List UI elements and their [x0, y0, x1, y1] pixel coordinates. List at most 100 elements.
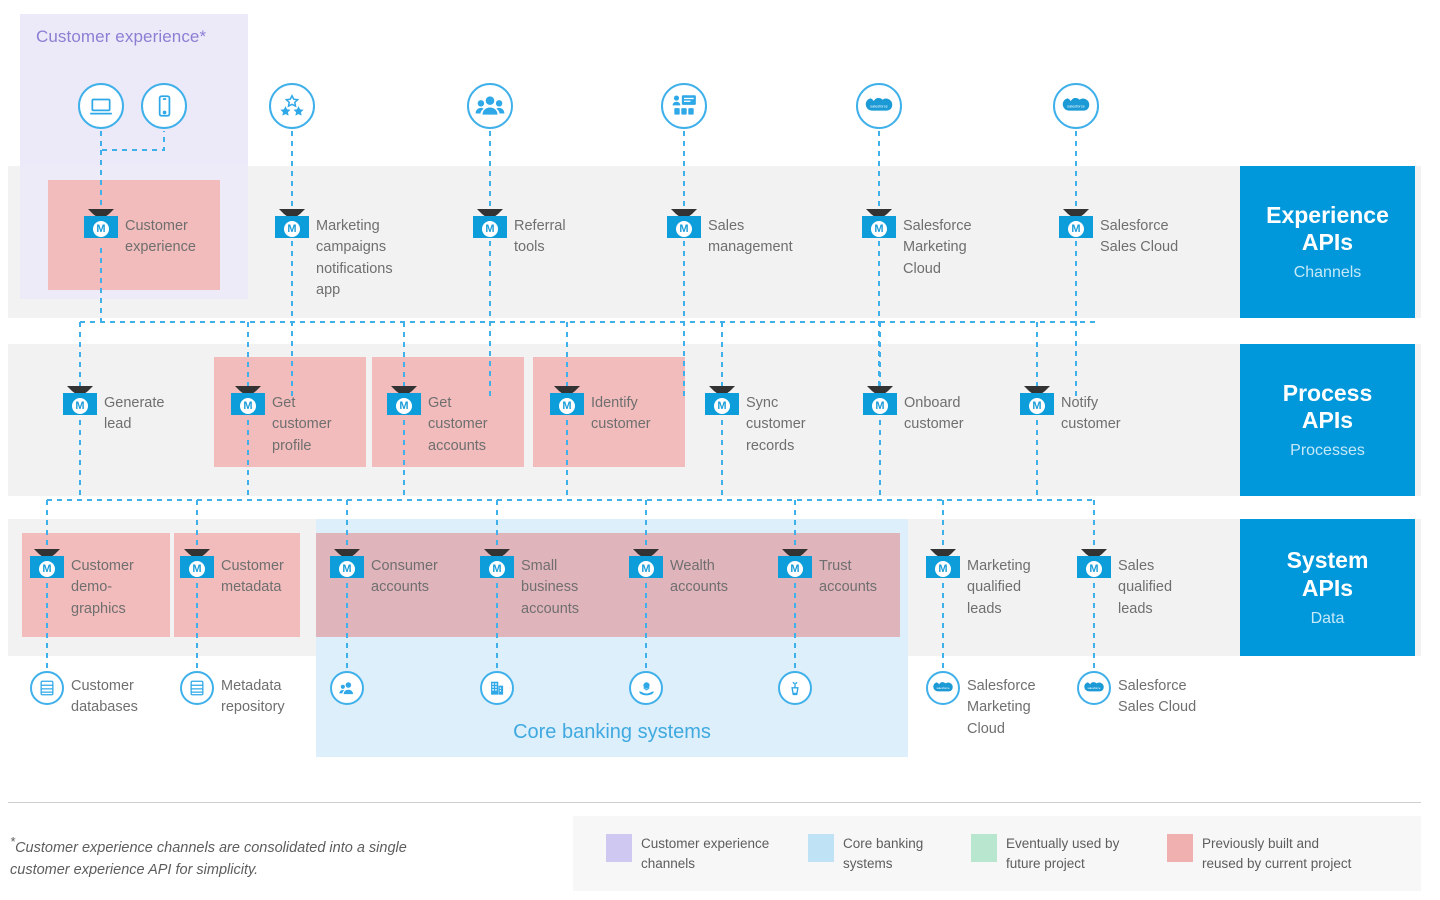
process-api-get-customer-profile[interactable]: M Get customer profile: [231, 385, 332, 457]
experience-api-label: Salesforce Sales Cloud: [1100, 218, 1179, 256]
system-api-label: Marketing qualified leads: [967, 558, 1031, 617]
backend-system-label: Metadata repository: [221, 678, 285, 716]
process-api-label: Sync customer records: [746, 395, 806, 454]
legend-label: Core banking systems: [843, 836, 924, 871]
legend-swatch: [1167, 834, 1193, 863]
mulesoft-api-icon: M: [1020, 385, 1054, 415]
mulesoft-api-icon: M: [778, 548, 812, 578]
process-api-identify-customer[interactable]: M Identify customer: [550, 385, 651, 436]
consumer-accounts-icon: [330, 671, 364, 705]
experience-api-sales-management[interactable]: M Sales management: [667, 208, 793, 259]
mulesoft-api-icon: M: [480, 548, 514, 578]
process-api-label: Onboard customer: [904, 395, 964, 433]
backend-system-label: Salesforce Sales Cloud: [1118, 678, 1197, 716]
system-api-label: Customer metadata: [221, 558, 284, 596]
backend-system-consumer-accounts[interactable]: [330, 671, 371, 705]
side-card-subtitle: Data: [1310, 609, 1345, 627]
system-api-label: Small business accounts: [521, 558, 580, 617]
legend-item-core-banking-systems: Core banking systems: [808, 834, 971, 872]
mulesoft-api-icon: M: [473, 208, 507, 238]
process-api-label: Get customer profile: [272, 395, 332, 454]
experience-api-referral-tools[interactable]: M Referral tools: [473, 208, 566, 259]
experience-api-label: Salesforce Marketing Cloud: [903, 218, 972, 277]
backend-system-customer-databases[interactable]: Customer databases: [30, 671, 138, 719]
database-icon: [180, 671, 214, 705]
process-api-sync-customer-records[interactable]: M Sync customer records: [705, 385, 806, 457]
experience-api-label: Marketing campaigns notifications app: [316, 218, 393, 299]
side-card-title: Experience APIs: [1266, 201, 1389, 255]
mulesoft-api-icon: M: [1059, 208, 1093, 238]
legend-label: Eventually used by future project: [1006, 836, 1120, 871]
legend-item-previously-built-reused: Previously built and reused by current p…: [1167, 834, 1397, 872]
system-api-label: Consumer accounts: [371, 558, 438, 596]
mulesoft-api-icon: M: [330, 548, 364, 578]
channel-icon-stars-rating[interactable]: [269, 83, 315, 129]
channel-icon-laptop[interactable]: [78, 83, 124, 129]
mulesoft-api-icon: M: [30, 548, 64, 578]
legend-swatch: [606, 834, 632, 863]
backend-system-salesforce-sales-cloud[interactable]: salesforce Salesforce Sales Cloud: [1077, 671, 1196, 719]
mulesoft-api-icon: M: [550, 385, 584, 415]
backend-system-salesforce-marketing-cloud[interactable]: salesforce Salesforce Marketing Cloud: [926, 671, 1036, 740]
mulesoft-api-icon: M: [863, 385, 897, 415]
legend-label: Customer experience channels: [641, 836, 770, 871]
side-card-process-apis: Process APIs Processes: [1240, 344, 1415, 496]
mulesoft-api-icon: M: [387, 385, 421, 415]
backend-system-trust[interactable]: [778, 671, 819, 705]
process-api-notify-customer[interactable]: M Notify customer: [1020, 385, 1121, 436]
database-icon: [30, 671, 64, 705]
mulesoft-api-icon: M: [180, 548, 214, 578]
process-api-generate-lead[interactable]: M Generate lead: [63, 385, 164, 436]
backend-system-small-business[interactable]: [480, 671, 521, 705]
side-card-system-apis: System APIs Data: [1240, 519, 1415, 656]
salesforce-cloud-icon: salesforce: [926, 671, 960, 705]
mulesoft-api-icon: M: [63, 385, 97, 415]
process-api-onboard-customer[interactable]: M Onboard customer: [863, 385, 964, 436]
system-api-small-business-accounts[interactable]: M Small business accounts: [480, 548, 579, 620]
mulesoft-api-icon: M: [84, 208, 118, 238]
wealth-hand-coin-icon: [629, 671, 663, 705]
legend-item-eventually-used-future: Eventually used by future project: [971, 834, 1167, 872]
reused-box-customer-experience: [48, 180, 220, 290]
system-api-trust-accounts[interactable]: M Trust accounts: [778, 548, 877, 599]
experience-api-salesforce-marketing-cloud[interactable]: M Salesforce Marketing Cloud: [862, 208, 972, 280]
channel-icon-sales-presentation[interactable]: [661, 83, 707, 129]
mulesoft-api-icon: M: [275, 208, 309, 238]
system-api-wealth-accounts[interactable]: M Wealth accounts: [629, 548, 728, 599]
experience-api-customer-experience[interactable]: M Customer experience: [84, 208, 196, 259]
channel-icon-referral-people[interactable]: [467, 83, 513, 129]
experience-api-salesforce-sales-cloud[interactable]: M Salesforce Sales Cloud: [1059, 208, 1178, 259]
experience-api-marketing-campaigns[interactable]: M Marketing campaigns notifications app: [275, 208, 393, 302]
system-api-customer-metadata[interactable]: M Customer metadata: [180, 548, 284, 599]
experience-api-label: Referral tools: [514, 218, 566, 256]
backend-system-wealth[interactable]: [629, 671, 670, 705]
svg-text:salesforce: salesforce: [937, 686, 950, 690]
system-api-consumer-accounts[interactable]: M Consumer accounts: [330, 548, 438, 599]
channel-icon-mobile-phone[interactable]: [141, 83, 187, 129]
mulesoft-api-icon: M: [1077, 548, 1111, 578]
experience-api-label: Customer experience: [125, 218, 196, 256]
legend-label: Previously built and reused by current p…: [1202, 836, 1352, 871]
footnote-text: Customer experience channels are consoli…: [10, 839, 407, 878]
system-api-customer-demographics[interactable]: M Customer demo- graphics: [30, 548, 134, 620]
channel-icon-salesforce-marketing-cloud[interactable]: salesforce: [856, 83, 902, 129]
side-card-subtitle: Processes: [1290, 442, 1365, 460]
channel-icon-salesforce-sales-cloud[interactable]: salesforce: [1053, 83, 1099, 129]
backend-system-metadata-repository[interactable]: Metadata repository: [180, 671, 285, 719]
process-api-get-customer-accounts[interactable]: M Get customer accounts: [387, 385, 488, 457]
footnote: *Customer experience channels are consol…: [10, 832, 470, 881]
svg-text:salesforce: salesforce: [1088, 686, 1101, 690]
system-api-marketing-qualified-leads[interactable]: M Marketing qualified leads: [926, 548, 1031, 620]
system-api-label: Wealth accounts: [670, 558, 729, 596]
backend-system-label: Customer databases: [71, 678, 138, 716]
footnote-marker: *: [10, 834, 16, 849]
mulesoft-api-icon: M: [231, 385, 265, 415]
salesforce-cloud-icon: salesforce: [1077, 671, 1111, 705]
system-api-sales-qualified-leads[interactable]: M Sales qualified leads: [1077, 548, 1172, 620]
side-card-subtitle: Channels: [1293, 264, 1362, 282]
process-api-label: Notify customer: [1061, 395, 1121, 433]
legend: Customer experience channels Core bankin…: [573, 816, 1421, 891]
business-building-icon: [480, 671, 514, 705]
mulesoft-api-icon: M: [862, 208, 896, 238]
side-card-title: System APIs: [1286, 547, 1369, 601]
